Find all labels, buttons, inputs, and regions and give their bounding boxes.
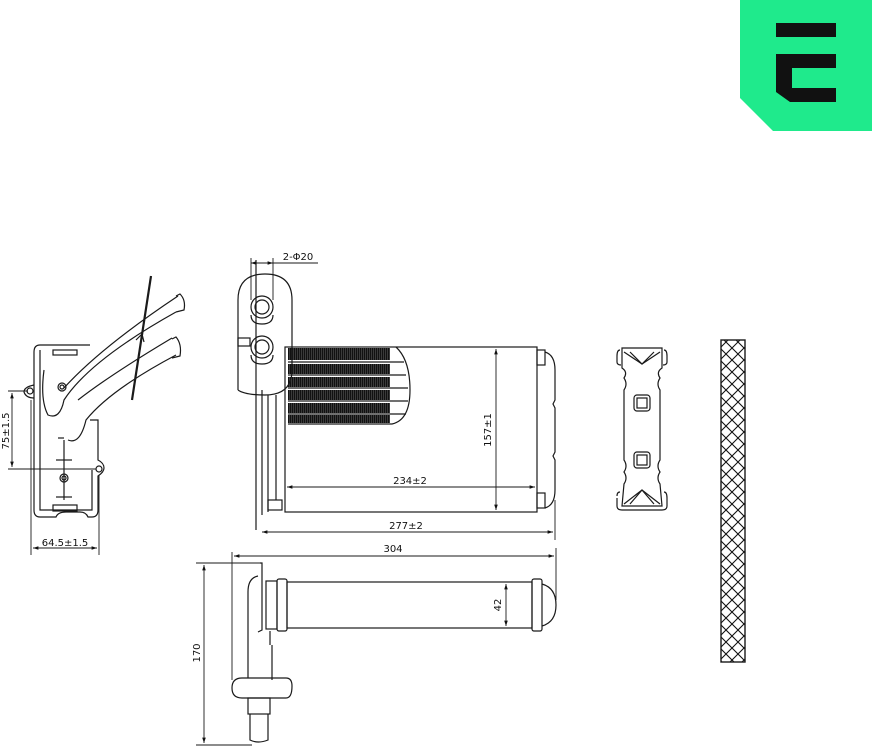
dim-depth: 42 xyxy=(493,599,504,612)
side-view xyxy=(23,275,186,518)
side-view-dimensions xyxy=(8,390,100,555)
top-view xyxy=(231,562,557,743)
gasket-view xyxy=(616,347,668,511)
dim-overall-width: 277±2 xyxy=(389,521,423,532)
dim-core-height: 157±1 xyxy=(483,413,494,447)
dim-core-width: 234±2 xyxy=(393,476,427,487)
front-view xyxy=(237,260,556,530)
seal-strip-view xyxy=(720,339,746,663)
dim-pipe-diameter: 2-Φ20 xyxy=(283,252,314,263)
front-view-dimensions xyxy=(250,258,556,540)
top-view-dimensions xyxy=(196,548,557,746)
dim-mount-spacing: 75±1.5 xyxy=(1,412,12,449)
dim-total-height: 170 xyxy=(192,643,203,662)
e-logo-icon xyxy=(740,0,872,131)
dim-side-width: 64.5±1.5 xyxy=(42,538,89,549)
brand-logo xyxy=(740,0,872,131)
dim-total-length: 304 xyxy=(383,544,402,555)
